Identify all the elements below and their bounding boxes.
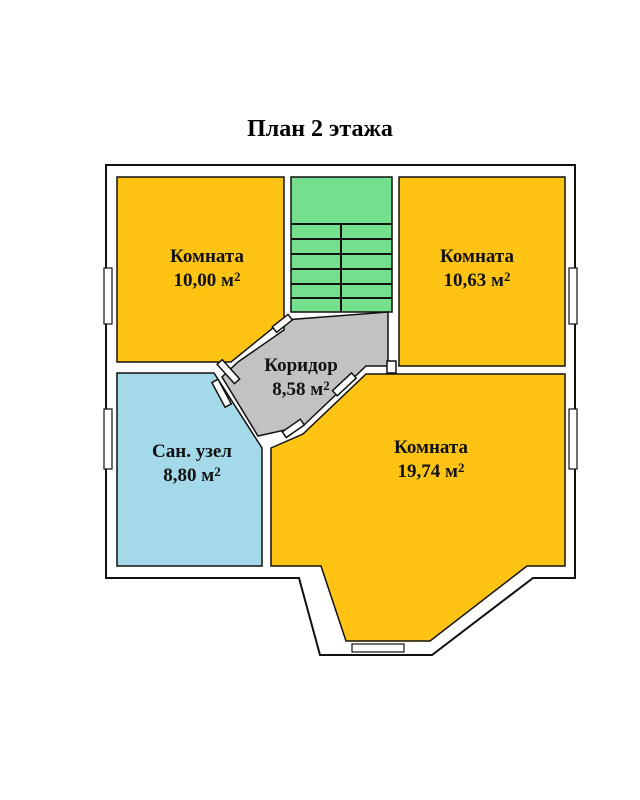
room-name: Комната [394, 437, 468, 458]
room-area: 10,63 м2 [443, 269, 511, 291]
room-fill-top-left [116, 176, 285, 363]
window-right-top [568, 267, 578, 325]
room-label-top-left: Комната 10,00 м2 [142, 245, 272, 293]
window-left-top [103, 267, 113, 325]
room-area: 10,00 м2 [173, 269, 241, 291]
door-right [331, 371, 358, 397]
plan-title: План 2 этажа [247, 116, 393, 142]
room-name: Комната [440, 246, 514, 267]
room-label-bathroom: Сан. узел 8,80 м2 [127, 440, 257, 488]
window-bay-bottom [351, 643, 405, 653]
door-top-left [271, 313, 294, 334]
stair-treads [291, 223, 392, 312]
room-name: Комната [170, 246, 244, 267]
door-left [216, 358, 241, 385]
windows [103, 267, 578, 653]
door-bottom [281, 418, 306, 439]
room-area: 19,74 м2 [397, 460, 465, 482]
room-label-corridor: Коридор 8,58 м2 [236, 354, 366, 402]
window-left-bottom [103, 408, 113, 470]
room-fill-top-right [398, 176, 566, 367]
room-fill-bottom [270, 373, 566, 642]
door-bath [210, 378, 233, 409]
door-jamb [386, 360, 397, 374]
bathroom-floor [116, 372, 263, 567]
room-name: Сан. узел [152, 441, 232, 462]
room-label-top-right: Комната 10,63 м2 [412, 245, 542, 293]
room-name: Коридор [264, 355, 338, 376]
window-right-bottom [568, 408, 578, 470]
room-area: 8,58 м2 [272, 378, 330, 400]
room-area: 8,80 м2 [163, 464, 221, 486]
corridor-floor [221, 311, 389, 437]
doors [210, 313, 397, 439]
room-label-bottom: Комната 19,74 м2 [356, 436, 506, 484]
